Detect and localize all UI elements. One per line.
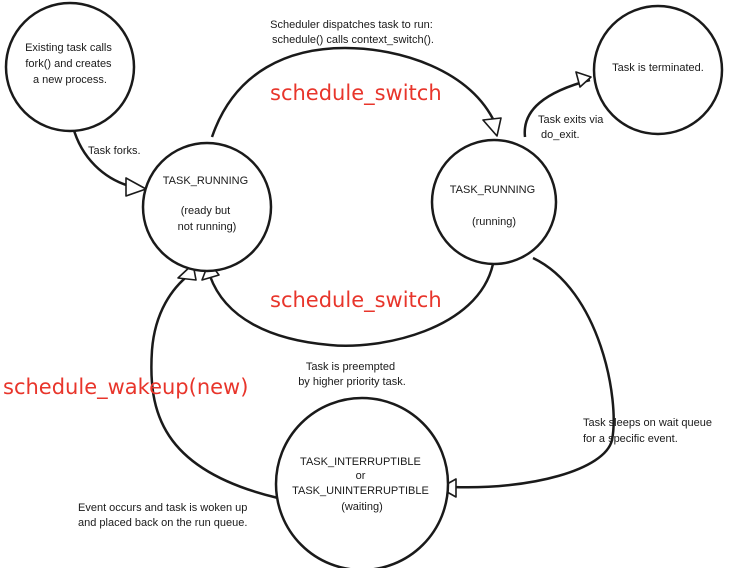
state-running — [430, 138, 558, 266]
existing-line: a new process. — [33, 74, 107, 86]
existing-line: Existing task calls — [25, 42, 112, 54]
sleep-line: Task sleeps on wait queue — [583, 417, 712, 429]
wakeup-line: Event occurs and task is woken up — [78, 502, 247, 514]
ready-line: not running) — [178, 221, 237, 233]
fork-line: Task forks. — [88, 145, 141, 157]
exit-line: Task exits via — [538, 114, 604, 126]
label-preempt: Task is preempted by higher priority tas… — [298, 361, 406, 388]
arc-preempt — [208, 263, 495, 347]
annotation-wakeup-new: schedule_wakeup(new) — [3, 375, 248, 400]
running-text: TASK_RUNNING (running) — [450, 184, 538, 228]
arrowhead-dispatch — [482, 117, 502, 137]
label-sleep: Task sleeps on wait queue for a specific… — [583, 417, 715, 445]
waiting-line: (waiting) — [341, 501, 383, 513]
ready-line: TASK_RUNNING — [163, 175, 248, 187]
waiting-line: or — [356, 470, 366, 482]
preempt-line: Task is preempted — [306, 361, 395, 373]
state-terminated — [592, 4, 724, 136]
state-ready — [141, 141, 273, 273]
exit-line: do_exit. — [541, 129, 580, 141]
label-wakeup: Event occurs and task is woken up and pl… — [78, 502, 250, 529]
waiting-text: TASK_INTERRUPTIBLE or TASK_UNINTERRUPTIB… — [292, 456, 432, 513]
preempt-line: by higher priority task. — [298, 376, 406, 388]
annotation-switch-bottom: schedule_switch — [270, 288, 442, 313]
arc-fork — [70, 122, 134, 189]
running-line: TASK_RUNNING — [450, 184, 535, 196]
annotation-switch-top: schedule_switch — [270, 81, 442, 106]
state-waiting — [274, 396, 450, 572]
label-fork: Task forks. — [88, 145, 141, 157]
waiting-line: TASK_INTERRUPTIBLE — [300, 456, 421, 468]
arrowhead-exit — [575, 71, 592, 88]
waiting-line: TASK_UNINTERRUPTIBLE — [292, 485, 429, 497]
label-dispatch: Scheduler dispatches task to run: schedu… — [270, 19, 436, 46]
ready-line: (ready but — [181, 205, 231, 217]
label-exit: Task exits via do_exit. — [538, 114, 606, 141]
arrowhead-fork — [125, 177, 147, 197]
wakeup-line: and placed back on the run queue. — [78, 517, 247, 529]
state-existing-task — [4, 1, 136, 133]
existing-line: fork() and creates — [25, 58, 112, 70]
arc-wakeup — [150, 273, 279, 500]
running-line: (running) — [472, 216, 516, 228]
arc-exit — [523, 78, 591, 138]
sleep-line: for a specific event. — [583, 433, 678, 445]
dispatch-line: Scheduler dispatches task to run: — [270, 19, 433, 31]
arc-dispatch — [210, 46, 497, 138]
ready-text: TASK_RUNNING (ready but not running) — [163, 175, 251, 233]
dispatch-line: schedule() calls context_switch(). — [272, 34, 434, 46]
arc-sleep — [451, 256, 615, 489]
terminated-line: Task is terminated. — [612, 62, 704, 74]
existing-text: Existing task calls fork() and creates a… — [25, 42, 115, 86]
terminated-text: Task is terminated. — [612, 62, 704, 74]
